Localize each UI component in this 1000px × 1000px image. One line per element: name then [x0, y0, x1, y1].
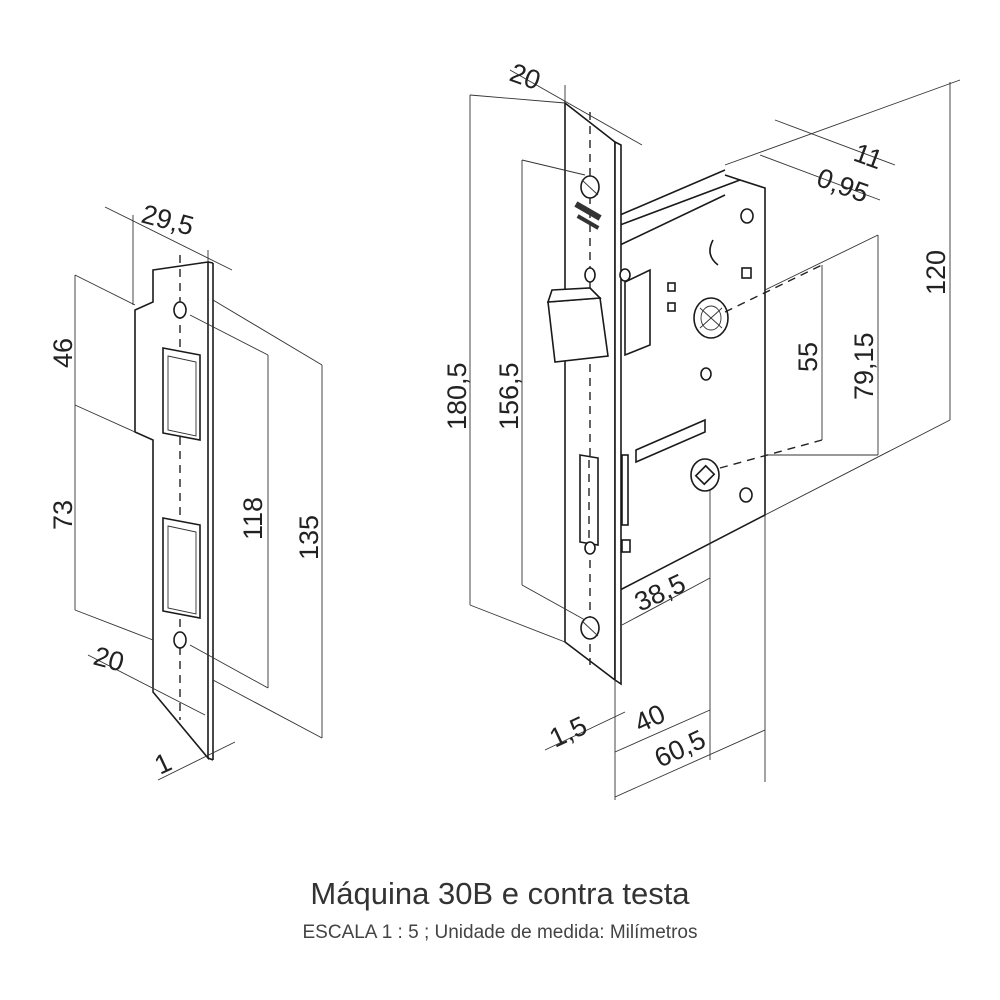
- dim-faceplate-height: 180,5: [442, 362, 472, 430]
- slot: [635, 418, 706, 464]
- dim-thickness: 1: [150, 747, 176, 781]
- lock-body: [546, 101, 766, 686]
- screw-hole-icon: [173, 631, 187, 649]
- dim-backset: 40: [630, 699, 670, 739]
- dim-case-depth: 11: [850, 137, 887, 175]
- screw-hole-icon: [173, 301, 187, 319]
- dim-lower-height: 73: [48, 500, 78, 530]
- dim-total-height: 135: [294, 515, 324, 560]
- bolt-opening: [162, 517, 201, 619]
- drawing-title: Máquina 30B e contra testa: [310, 876, 690, 911]
- strike-plate-outline: [134, 261, 209, 761]
- dim-follower-cylinder: 55: [793, 342, 823, 372]
- drawing-subtitle: ESCALA 1 : 5 ; Unidade de medida: Milíme…: [302, 922, 698, 943]
- dim-upper-height: 46: [48, 338, 78, 368]
- dim-hole-spacing: 118: [238, 497, 268, 540]
- dim-top-cylinder: 79,15: [849, 332, 879, 400]
- dim-width: 29,5: [138, 199, 197, 242]
- brand-logo: [574, 201, 602, 230]
- latch-bolt: [547, 297, 609, 363]
- dim-total-depth: 60,5: [650, 724, 710, 773]
- deadbolt: [579, 454, 599, 546]
- lock-case: [619, 179, 766, 592]
- dim-screw-spacing: 156,5: [494, 362, 524, 430]
- latch-opening: [162, 347, 201, 441]
- dim-case-height: 120: [921, 250, 951, 295]
- strike-plate: [134, 255, 214, 761]
- dim-faceplate-width: 20: [506, 57, 544, 95]
- latch-mechanism: [624, 268, 651, 357]
